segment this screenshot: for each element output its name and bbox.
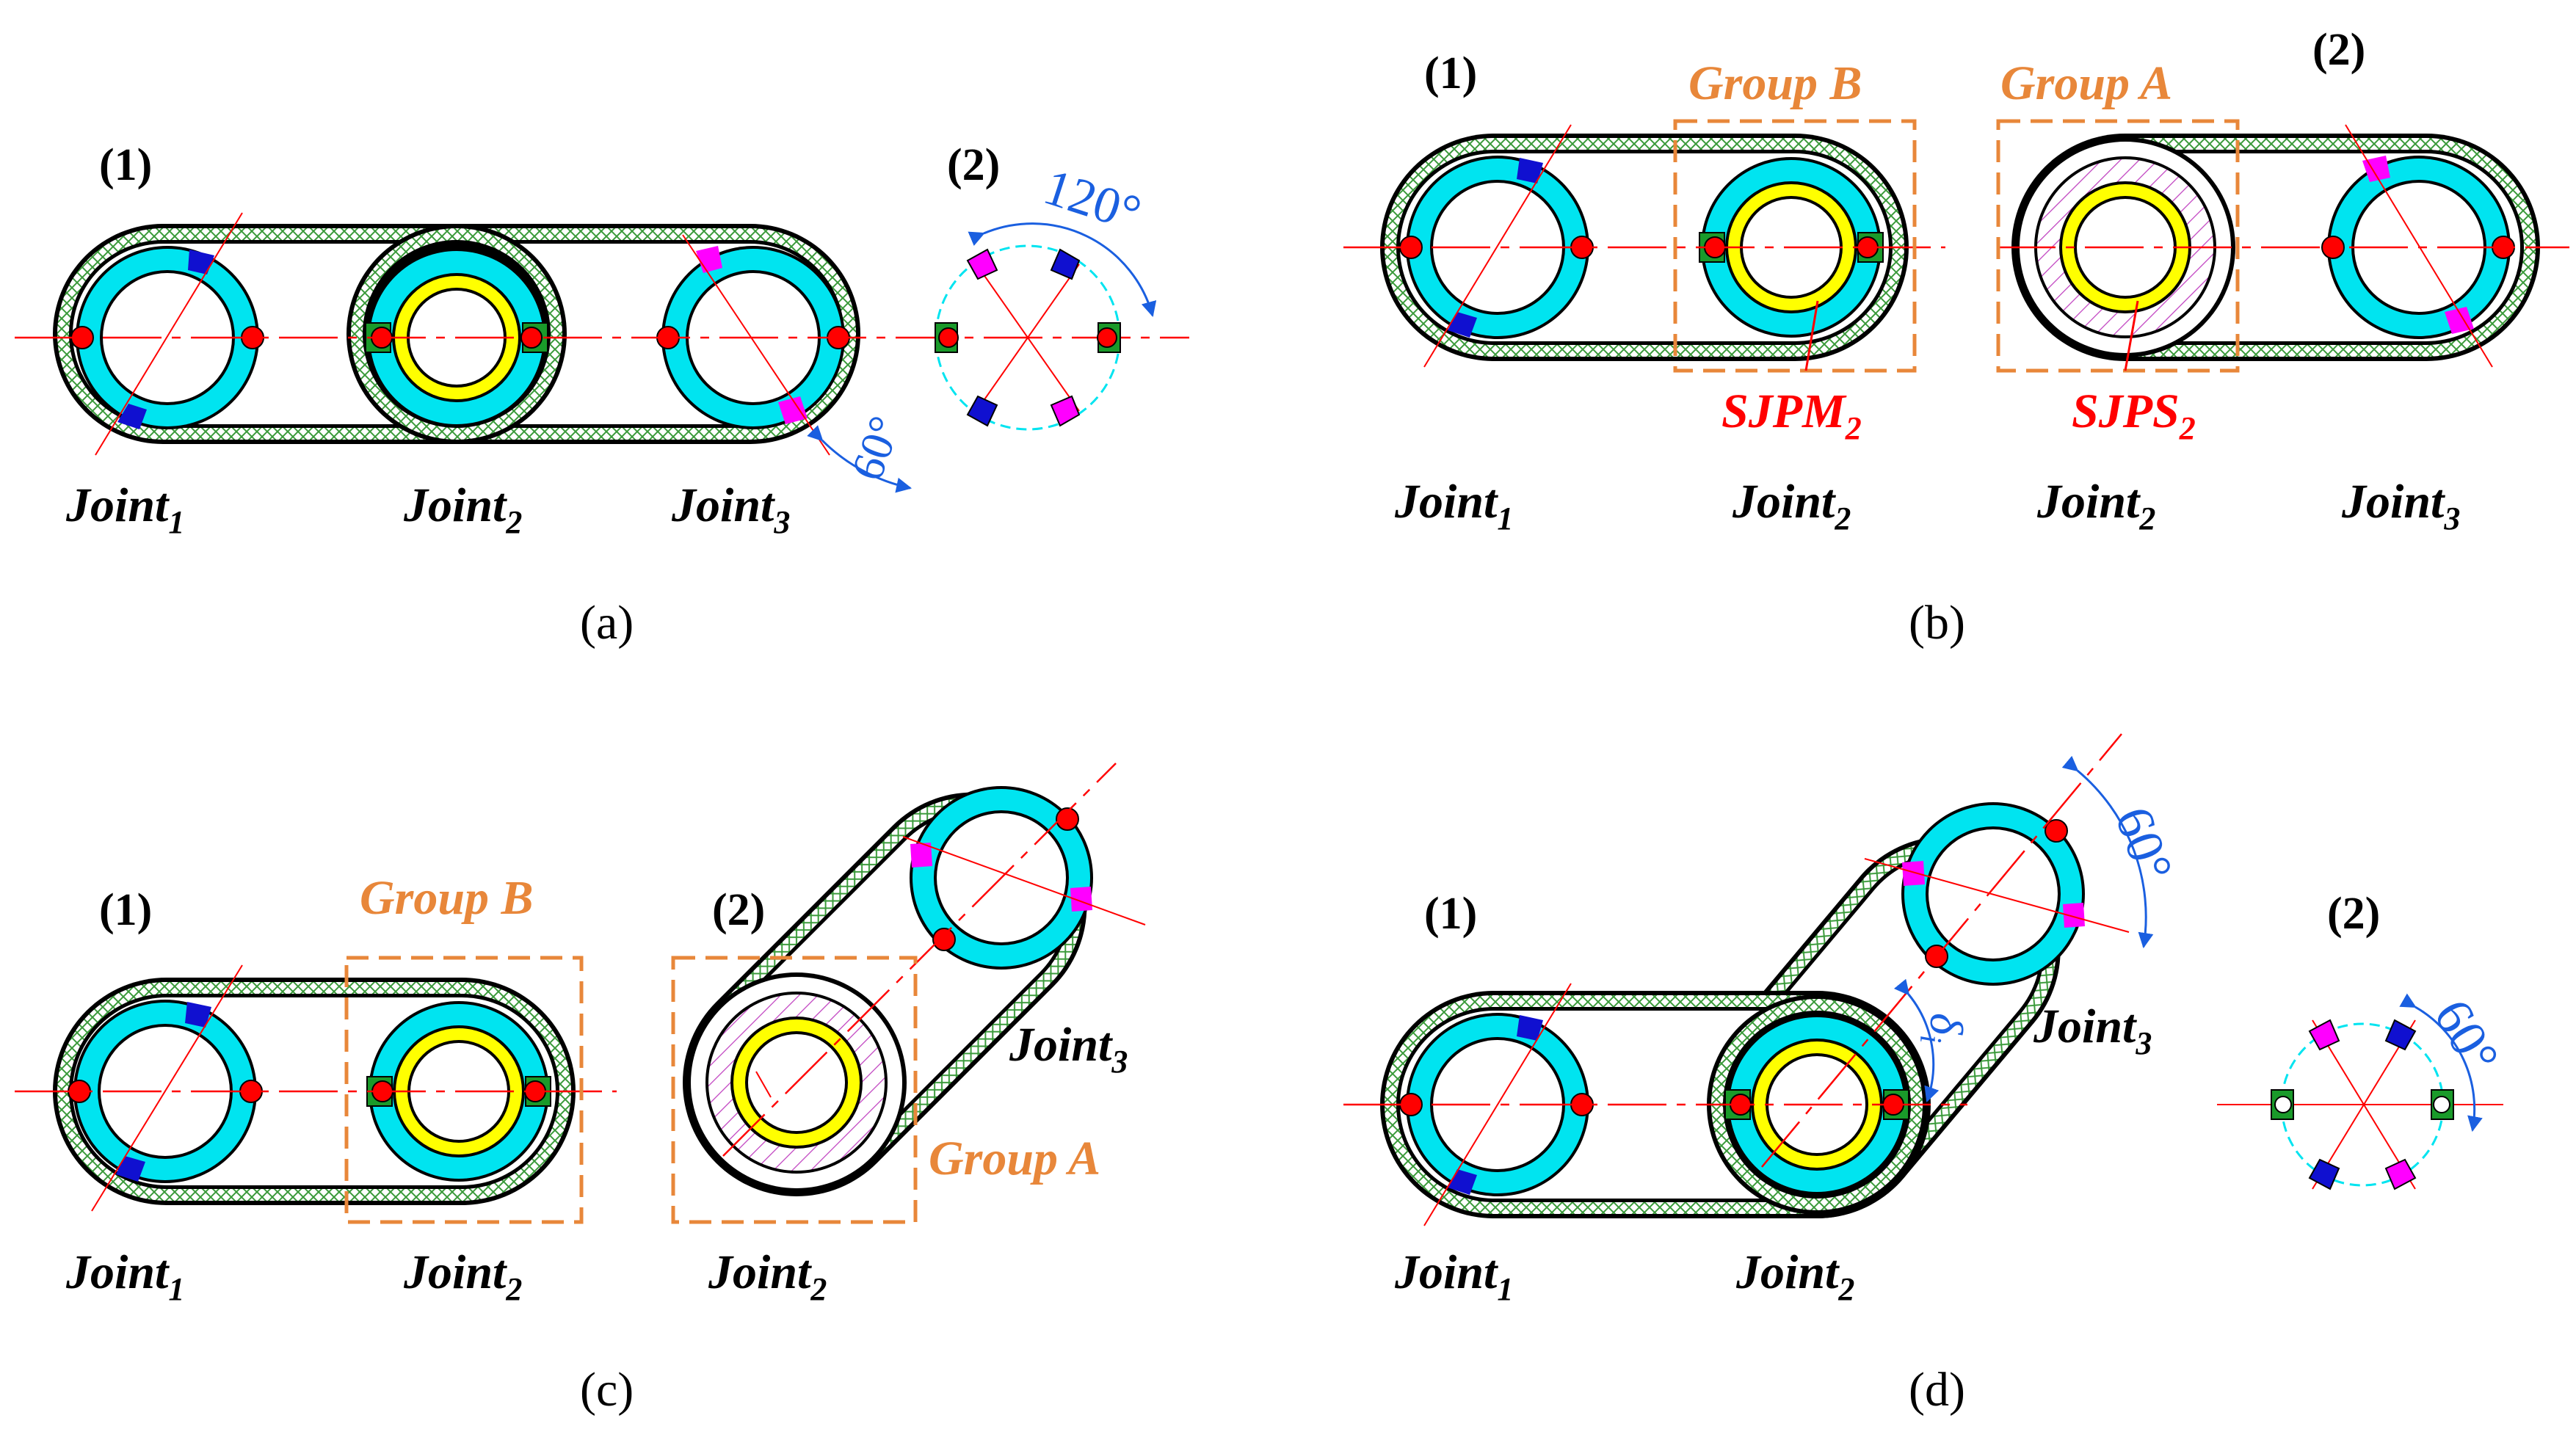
- small-bearing-d: [2217, 993, 2503, 1190]
- pad-blue: [117, 404, 147, 429]
- label-2: (2): [2312, 25, 2365, 75]
- group-a-box: [671, 956, 918, 1224]
- pad-magenta: [696, 246, 722, 273]
- group-b-label: Group B: [360, 871, 534, 925]
- panel-a: (1) (2) 120° 60° Joint1 Joint2 Joint3 (a…: [15, 140, 1189, 650]
- label-2: (2): [2327, 889, 2380, 939]
- joint-1-bearing-c: [68, 964, 263, 1212]
- label-2: (2): [947, 140, 1000, 190]
- group-b-label: Group B: [1688, 57, 1862, 110]
- joint-1-bearing-b: [1399, 124, 1594, 368]
- group-b-box: [344, 956, 584, 1224]
- joint-2-label: Joint2: [708, 1246, 827, 1307]
- joint-3-label: Joint3: [1009, 1018, 1128, 1080]
- joint-2-label: Joint2: [1732, 475, 1851, 537]
- group-a-label: Group A: [2000, 57, 2172, 110]
- joint-2-label: Joint2: [403, 479, 522, 540]
- group-a-box: [1996, 119, 2240, 373]
- panel-d: (1) (2) 60° 60° δi Joint3 Joint1 Joint2 …: [1343, 733, 2511, 1417]
- joint-2-label: Joint2: [2036, 475, 2155, 537]
- joint-2-label: Joint2: [1735, 1246, 1854, 1307]
- pad-magenta: [778, 396, 808, 424]
- joint-1-label: Joint1: [1394, 475, 1513, 537]
- angle-120-label: 120°: [1037, 159, 1147, 242]
- joint-1-label: Joint1: [65, 479, 184, 540]
- angle-60-label: 60°: [842, 410, 911, 487]
- joint-1-label: Joint1: [65, 1246, 184, 1307]
- caption-b: (b): [1909, 596, 1965, 650]
- caption-c: (c): [580, 1363, 634, 1417]
- label-2: (2): [712, 885, 765, 935]
- delta-angle-label: δi: [1913, 1013, 1973, 1043]
- joint-1-bearing-d: [1399, 983, 1594, 1226]
- small-bearing-a: [807, 222, 1157, 493]
- label-1: (1): [1424, 48, 1477, 98]
- sjpm-label: SJPM2: [1721, 385, 1862, 446]
- label-1: (1): [1424, 889, 1477, 939]
- joint-3-label: Joint3: [2033, 1000, 2152, 1061]
- joint-3-label: Joint3: [2341, 475, 2460, 537]
- joint-3-bearing: [656, 234, 850, 456]
- group-b-box: [1673, 119, 1917, 373]
- label-1: (1): [99, 885, 152, 935]
- sjps-label: SJPS2: [2072, 385, 2196, 446]
- group-a-label: Group A: [929, 1132, 1100, 1185]
- joint-3-label: Joint3: [671, 479, 790, 540]
- joint-1-label: Joint1: [1394, 1246, 1513, 1307]
- pad-blue: [188, 250, 214, 274]
- panel-b: (1) (2) Group B Group A SJPM2 SJPS2 Join…: [1343, 25, 2569, 650]
- panel-c: (1) (2) Group B Group A Joint3 Joint1 Jo…: [15, 763, 1146, 1417]
- joint-2-label: Joint2: [403, 1246, 522, 1307]
- label-1: (1): [99, 140, 152, 190]
- caption-a: (a): [580, 596, 634, 650]
- joint-1-bearing: [70, 212, 264, 456]
- caption-d: (d): [1909, 1363, 1965, 1417]
- tilted-assembly-c: [683, 763, 1146, 1196]
